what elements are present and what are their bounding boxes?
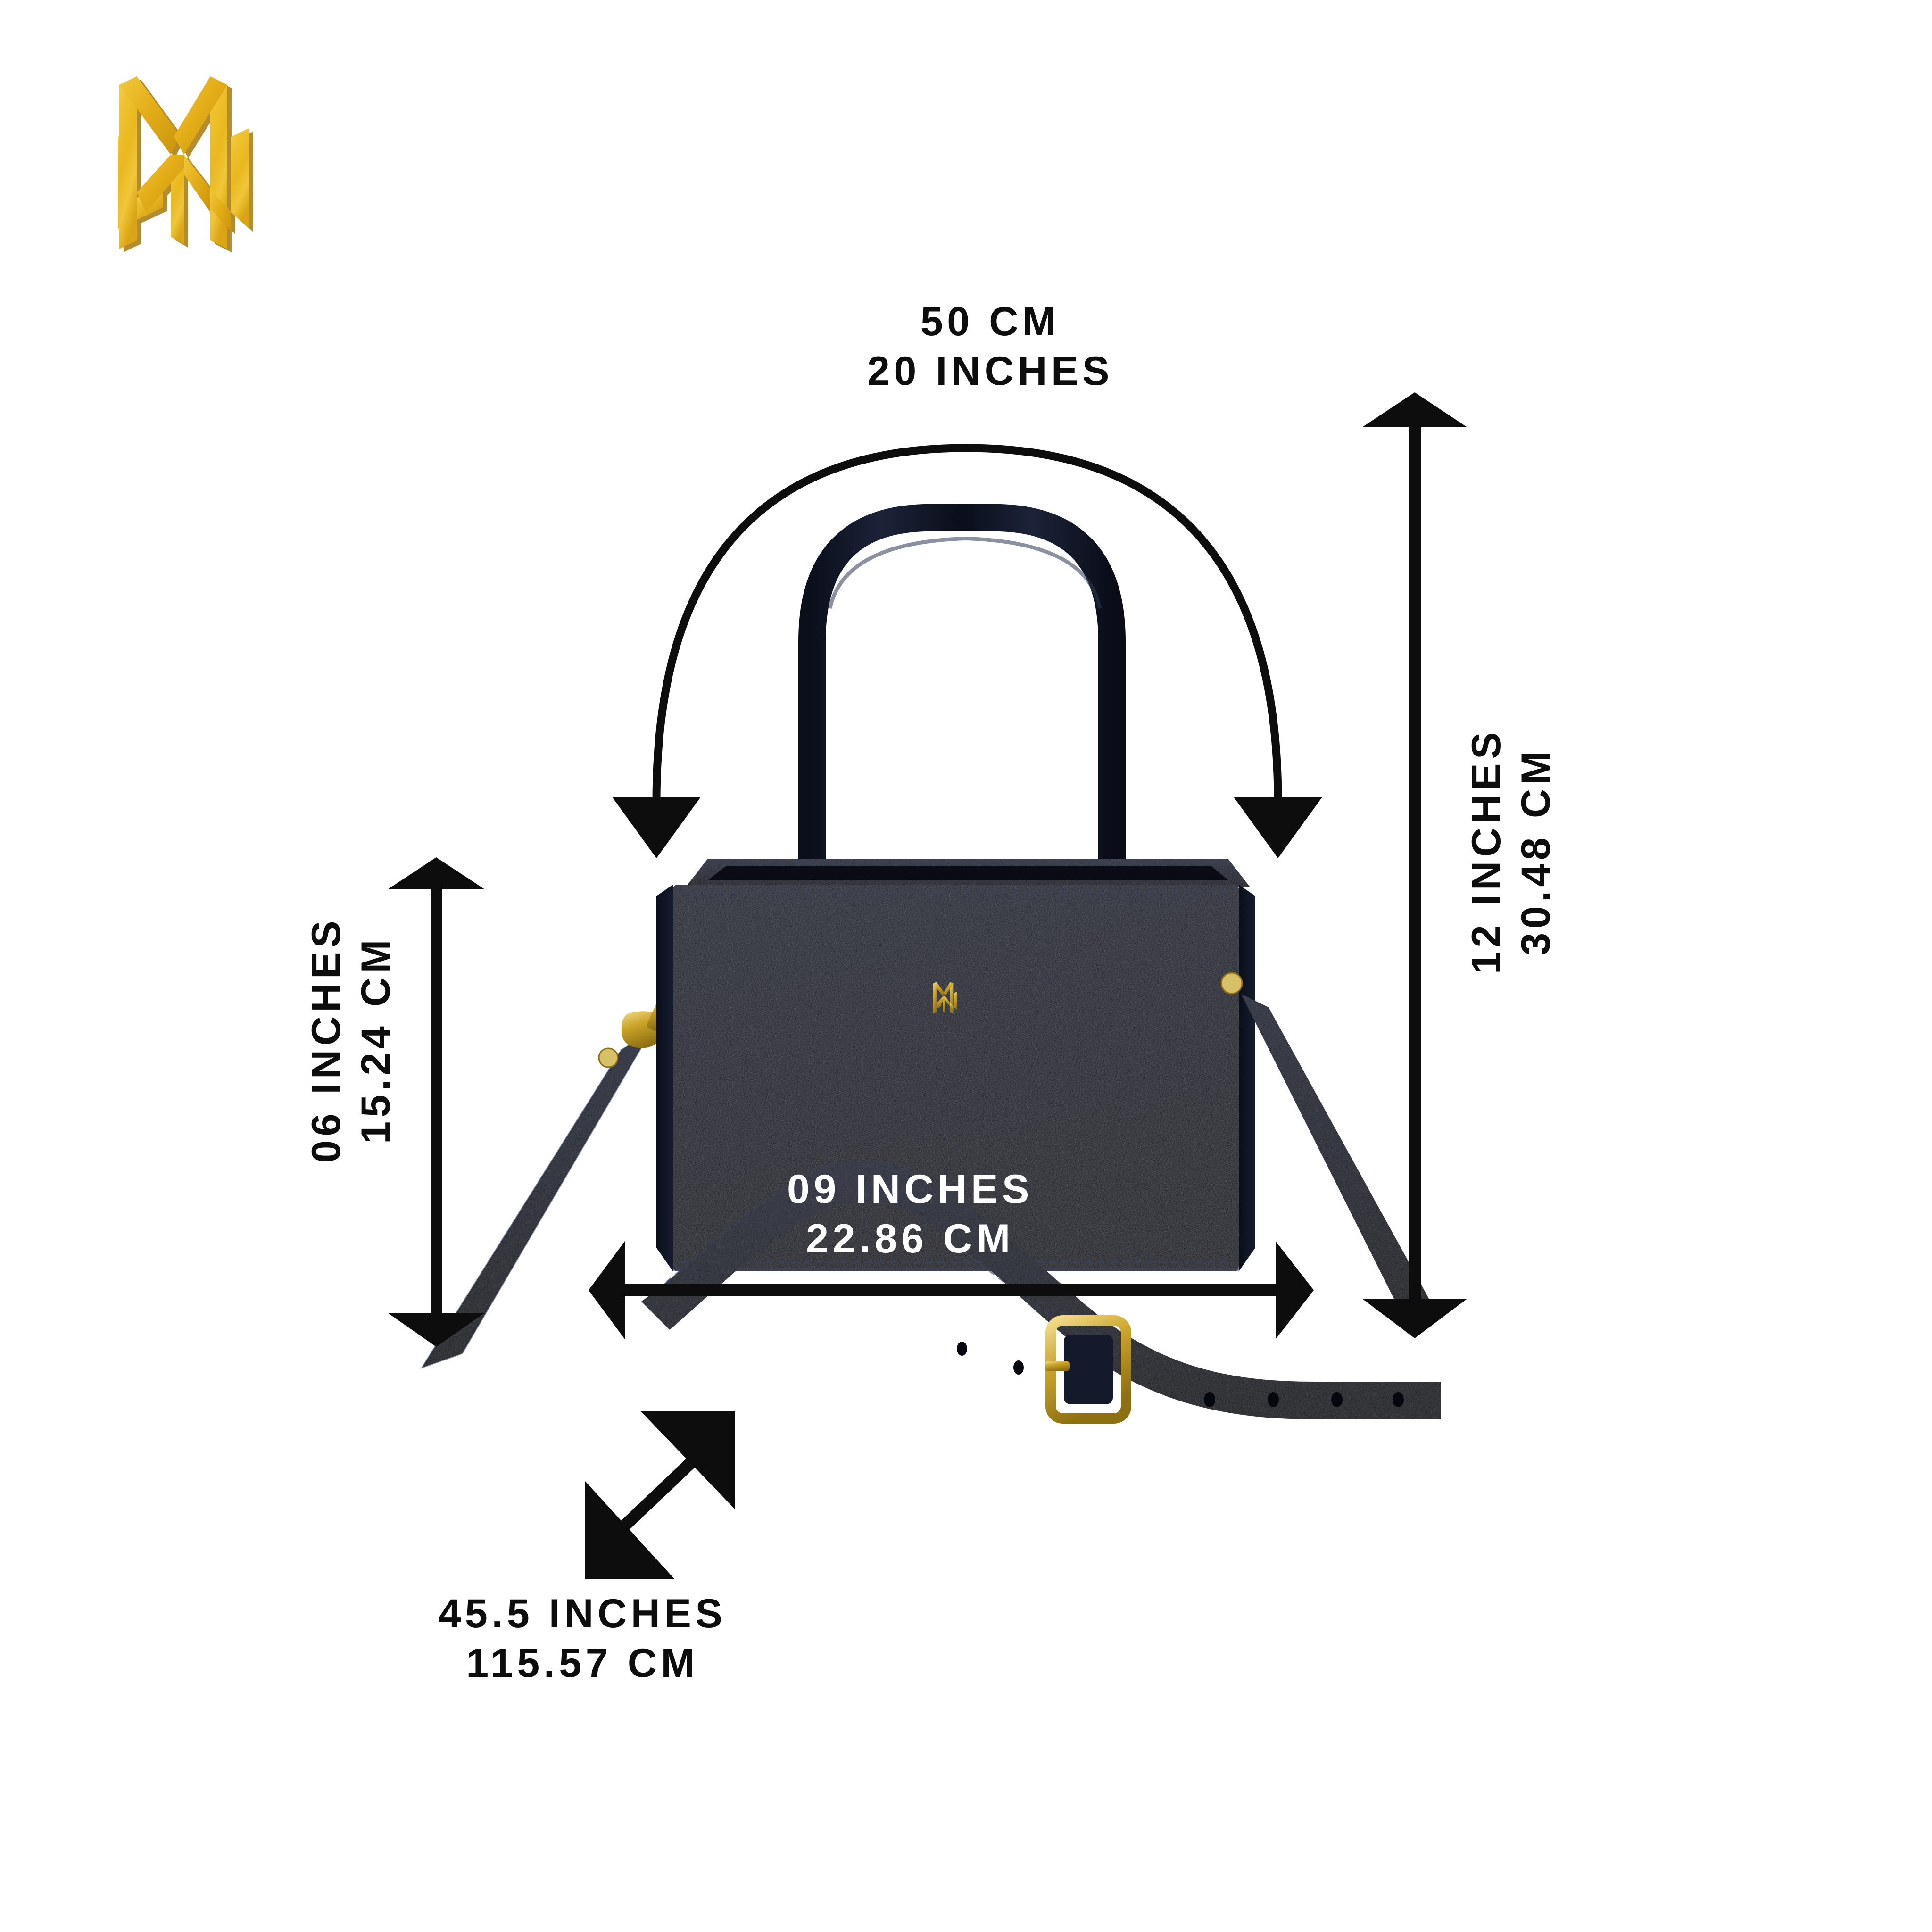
arrow-height-vertical [1363, 392, 1467, 1338]
bag-width-line-1: 09 INCHES [787, 1167, 1033, 1212]
strap-length-line-2: 115.57 CM [466, 1640, 699, 1686]
strap-length-label: 45.5 INCHES 115.57 CM [311, 1589, 854, 1688]
strap-length-line-1: 45.5 INCHES [438, 1591, 727, 1636]
bag-width-label: 09 INCHES 22.86 CM [698, 1165, 1122, 1264]
arrow-width-horizontal [589, 1241, 1314, 1339]
gold-monogram-emblem-icon [933, 982, 957, 1014]
strap-rivet-icon [598, 1047, 619, 1068]
handle-drop-line-2: 20 INCHES [867, 348, 1113, 394]
bag-height-line-2: 30.48 CM [1513, 747, 1559, 955]
shoulder-strap-right-tail [1220, 972, 1438, 1326]
bag-depth-label: 06 INCHES 15.24 CM [302, 851, 401, 1228]
arrow-depth-vertical [388, 857, 485, 1347]
handle-drop-label: 50 CM 20 INCHES [707, 297, 1273, 396]
arrow-strap-diagonal [585, 1411, 735, 1579]
strap-rivet-right-icon [1220, 972, 1243, 995]
bag-height-label: 12 INCHES 30.48 CM [1462, 663, 1561, 1040]
bag-depth-line-1: 06 INCHES [304, 916, 349, 1163]
handle-drop-line-1: 50 CM [920, 299, 1061, 344]
bag-height-line-1: 12 INCHES [1464, 728, 1509, 974]
arrow-handle-drop [612, 444, 1322, 858]
gold-monogram-logo-icon [118, 76, 253, 252]
gold-buckle-icon [1045, 1315, 1131, 1424]
bag-depth-line-2: 15.24 CM [353, 936, 398, 1144]
bag-width-line-2: 22.86 CM [806, 1216, 1014, 1261]
brand-logo [71, 71, 283, 269]
